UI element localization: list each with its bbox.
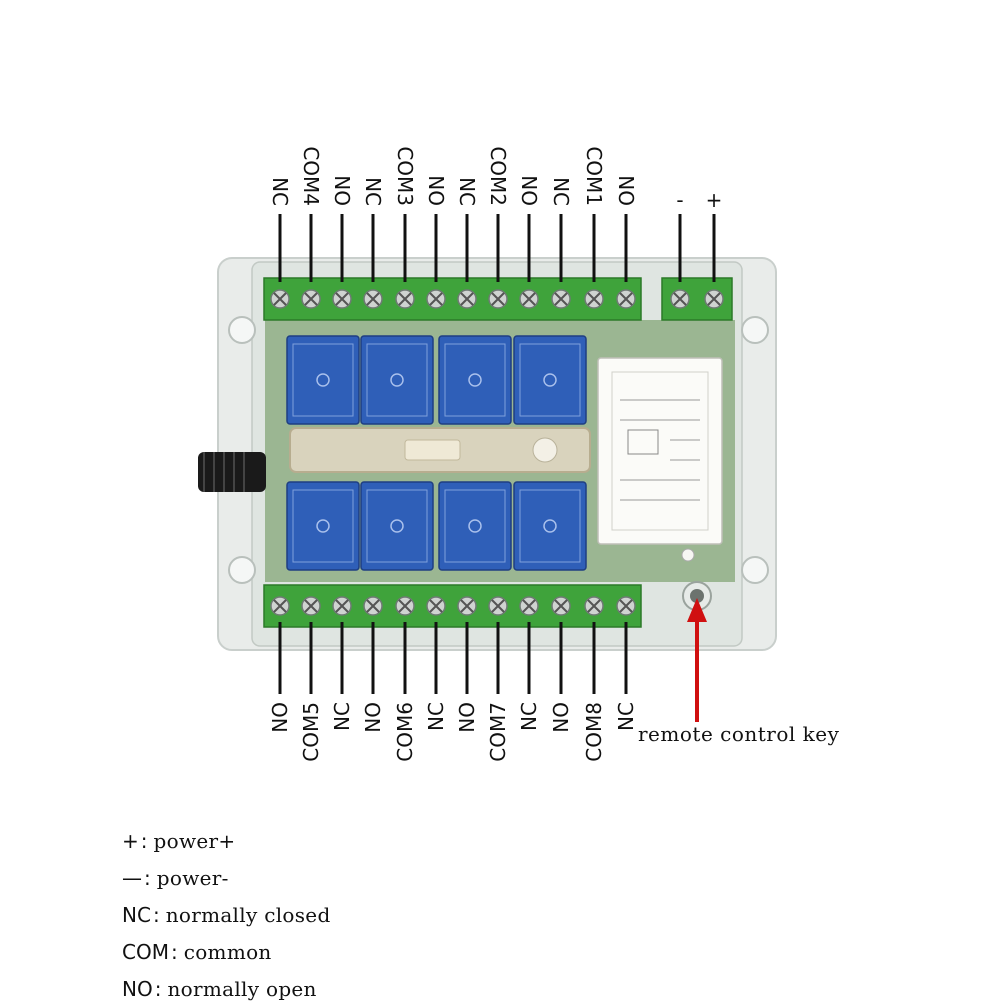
- remote-key-arrow: [687, 598, 707, 722]
- bottom-terminal-label: NC: [517, 702, 541, 731]
- bottom-terminal-block: [263, 584, 642, 628]
- legend-symbol: COM: [122, 939, 169, 964]
- terminal-screw: [301, 289, 321, 309]
- top-terminal-label: NC: [268, 177, 292, 206]
- legend-colon: :: [170, 939, 178, 964]
- legend-symbol: NC: [122, 902, 151, 927]
- top-terminal-label: NC: [455, 177, 479, 206]
- bottom-terminal-label: NO: [455, 702, 479, 733]
- bottom-terminal-label: NO: [549, 702, 573, 733]
- bottom-terminal-label: COM8: [582, 702, 606, 762]
- remote-control-key: [682, 581, 712, 611]
- legend-description: power+: [153, 828, 236, 853]
- terminal-screw: [704, 289, 724, 309]
- terminal-screw: [301, 596, 321, 616]
- terminal-screw: [332, 596, 352, 616]
- bottom-terminal-label: NC: [614, 702, 638, 731]
- bottom-terminal-label: NO: [268, 702, 292, 733]
- relay: [438, 335, 512, 425]
- bottom-terminal-label: COM5: [299, 702, 323, 762]
- relay: [513, 481, 587, 571]
- terminal-screw: [363, 289, 383, 309]
- legend-colon: :: [154, 976, 162, 1001]
- relay: [438, 481, 512, 571]
- power-terminal-label: +: [706, 188, 723, 212]
- terminal-screw: [457, 596, 477, 616]
- bottom-terminal-label: COM7: [486, 702, 510, 762]
- relay: [286, 335, 360, 425]
- relay: [360, 335, 434, 425]
- remote-key-label: remote control key: [638, 722, 840, 746]
- legend-symbol: +: [122, 828, 139, 853]
- legend-description: normally closed: [165, 902, 331, 927]
- power-terminal-label: -: [676, 188, 683, 212]
- terminal-screw: [395, 596, 415, 616]
- legend-colon: :: [144, 865, 151, 890]
- top-terminal-label: NO: [424, 175, 448, 206]
- bottom-terminal-label: NC: [330, 702, 354, 731]
- terminal-screw: [426, 289, 446, 309]
- top-terminal-label: NO: [517, 175, 541, 206]
- top-terminal-label: NC: [361, 177, 385, 206]
- top-terminal-label: NO: [330, 175, 354, 206]
- terminal-screw: [584, 289, 604, 309]
- terminal-screw: [551, 289, 571, 309]
- relay: [360, 481, 434, 571]
- bottom-terminal-label: NO: [361, 702, 385, 733]
- terminal-screw: [584, 596, 604, 616]
- legend-description: power-: [156, 865, 229, 890]
- terminal-screw: [519, 596, 539, 616]
- top-terminal-label: COM1: [582, 146, 606, 206]
- terminal-screw: [670, 289, 690, 309]
- terminal-screw: [270, 596, 290, 616]
- top-terminal-label: NC: [549, 177, 573, 206]
- relays: [286, 335, 587, 571]
- antenna: [198, 452, 266, 492]
- top-terminal-label: COM2: [486, 146, 510, 206]
- top-terminal-label: COM4: [299, 146, 323, 206]
- legend-row-nc: NC:normally closed: [122, 896, 331, 933]
- top-terminal-label: NO: [614, 175, 638, 206]
- legend-description: common: [183, 939, 272, 964]
- legend-colon: :: [152, 902, 160, 927]
- terminal-screw: [395, 289, 415, 309]
- legend-row-com: COM:common: [122, 933, 331, 970]
- top-terminal-label: COM3: [393, 146, 417, 206]
- terminal-screw: [616, 289, 636, 309]
- terminal-screw: [488, 289, 508, 309]
- legend-row-no: NO:normally open: [122, 970, 331, 1007]
- relay: [286, 481, 360, 571]
- legend-symbol: —: [122, 865, 142, 890]
- top-terminal-block: [263, 277, 642, 321]
- power-terminal-block: [661, 277, 733, 321]
- legend-description: normally open: [167, 976, 317, 1001]
- terminal-screw: [332, 289, 352, 309]
- terminal-screw: [363, 596, 383, 616]
- power-terminal-labels: -+: [676, 188, 722, 282]
- terminal-screw: [426, 596, 446, 616]
- terminal-screw: [270, 289, 290, 309]
- receiver-module: [597, 357, 723, 562]
- bottom-terminal-label: NC: [424, 702, 448, 731]
- terminal-screw: [551, 596, 571, 616]
- terminal-screw: [488, 596, 508, 616]
- terminal-screw: [616, 596, 636, 616]
- legend-row-power-plus: +:power+: [122, 822, 331, 859]
- legend-colon: :: [140, 828, 148, 853]
- legend: +:power+ —:power- NC:normally closed COM…: [122, 822, 331, 1007]
- legend-symbol: NO: [122, 976, 153, 1001]
- terminal-screw: [519, 289, 539, 309]
- bottom-terminal-label: COM6: [393, 702, 417, 762]
- terminal-screw: [457, 289, 477, 309]
- relay: [513, 335, 587, 425]
- legend-row-power-minus: —:power-: [122, 859, 331, 896]
